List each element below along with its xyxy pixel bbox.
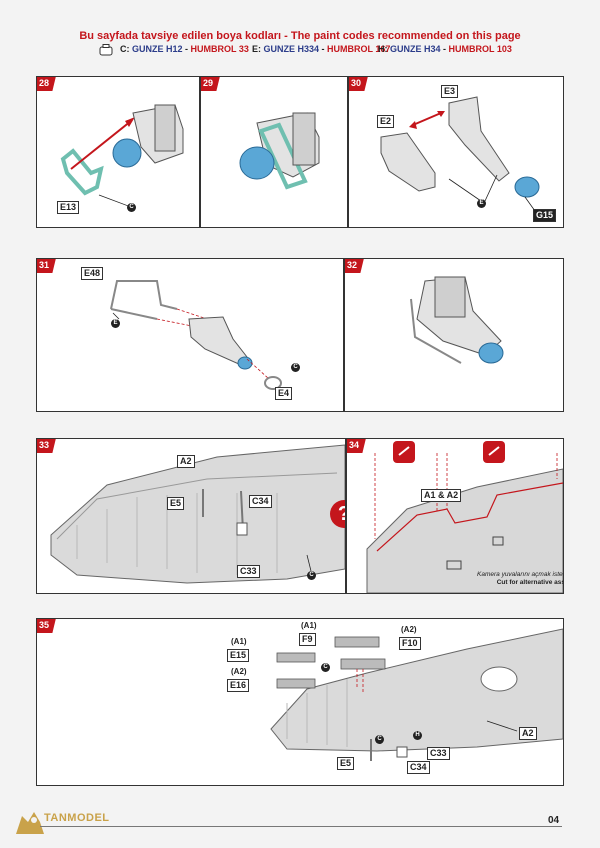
step-30-panel: 30 E2 E3 E G15	[348, 76, 564, 228]
label-a1-a2: A1 & A2	[421, 489, 462, 502]
step-31-drawing	[110, 280, 282, 390]
page-number: 04	[548, 815, 560, 826]
paint-codes-title: Bu sayfada tavsiye edilen boya kodları -…	[79, 30, 521, 42]
label-g15: G15	[533, 209, 557, 222]
step-30-drawing	[380, 96, 540, 212]
paint-marker-c: C	[127, 203, 136, 212]
paint-marker-c: C	[291, 363, 300, 372]
step-34-drawing	[366, 441, 563, 593]
label-c34: C34	[407, 761, 430, 774]
label-e2: E2	[377, 115, 395, 128]
step-30-number: 30	[349, 77, 368, 91]
step-35-panel: 35 (A1) F9 (A2) F10 (A1) E15 C (A2) E16 …	[36, 618, 564, 786]
label-e5: E5	[167, 497, 185, 510]
label-e5: E5	[337, 757, 355, 770]
tanmodel-logo-icon	[16, 812, 44, 834]
label-e3: E3	[441, 85, 459, 98]
label-c34: C34	[249, 495, 272, 508]
paint-marker-e: E	[477, 199, 486, 208]
step-28-number: 28	[37, 77, 56, 91]
paint-marker-h: H	[413, 731, 422, 740]
question-icon	[330, 500, 345, 528]
label-f9: F9	[299, 633, 316, 646]
label-a2: A2	[177, 455, 195, 468]
paint-code-c: C: GUNZE H12 - HUMBROL 33	[120, 44, 249, 54]
label-f10: F10	[399, 637, 421, 650]
paint-marker-c: C	[321, 663, 330, 672]
step-35-drawing	[270, 628, 563, 761]
step-31-panel: 31 E48 E C E4	[36, 258, 344, 412]
step-35-number: 35	[37, 619, 56, 633]
step-29-number: 29	[201, 77, 220, 91]
step-28-panel: 28 E13 C	[36, 76, 200, 228]
paint-pot-icon	[99, 44, 113, 56]
footer-divider	[40, 826, 562, 827]
paint-marker-e: E	[111, 319, 120, 328]
label-a2-left: (A2)	[231, 667, 247, 676]
question-mark: ?	[329, 499, 345, 529]
step-33-panel: 33 A2 E5 C34 C33 C ?	[36, 438, 346, 594]
brand-name: TANMODEL	[44, 812, 110, 824]
paint-code-h: H: GUNZE H34 - HUMBROL 103	[378, 44, 512, 54]
step-29-drawing	[239, 112, 320, 190]
label-a2: A2	[519, 727, 537, 740]
label-e4: E4	[275, 387, 293, 400]
step-31-number: 31	[37, 259, 56, 273]
label-a1-top: (A1)	[301, 621, 317, 630]
note-english: Cut for alternative assembly	[496, 579, 563, 586]
label-a1-left: (A1)	[231, 637, 247, 646]
label-e48: E48	[81, 267, 104, 280]
paint-code-e: E: GUNZE H334 - HUMBROL 167	[252, 44, 391, 54]
label-e13: E13	[57, 201, 80, 214]
paint-codes-row: C: GUNZE H12 - HUMBROL 33 E: GUNZE H334 …	[0, 44, 600, 58]
step-32-drawing	[410, 276, 504, 364]
label-e16: E16	[227, 679, 250, 692]
step-32-number: 32	[345, 259, 364, 273]
step-34-panel: 34 A1 & A2 Kamera yuvalarını açmak ister…	[346, 438, 564, 594]
label-c33: C33	[427, 747, 450, 760]
note-turkish: Kamera yuvalarını açmak isterseniz kesin…	[477, 571, 564, 578]
label-e15: E15	[227, 649, 250, 662]
paint-marker-c: C	[375, 735, 384, 744]
step-33-drawing	[50, 444, 345, 584]
step-33-number: 33	[37, 439, 56, 453]
step-29-panel: 29	[200, 76, 348, 228]
alternative-assembly-note: Kamera yuvalarını açmak isterseniz kesin…	[477, 571, 564, 587]
step-28-drawing	[60, 104, 184, 208]
step-32-panel: 32	[344, 258, 564, 412]
paint-marker-c: C	[307, 571, 316, 580]
label-c33: C33	[237, 565, 260, 578]
page-header: Bu sayfada tavsiye edilen boya kodları -…	[0, 30, 600, 42]
label-a2-top: (A2)	[401, 625, 417, 634]
step-34-number: 34	[347, 439, 366, 453]
